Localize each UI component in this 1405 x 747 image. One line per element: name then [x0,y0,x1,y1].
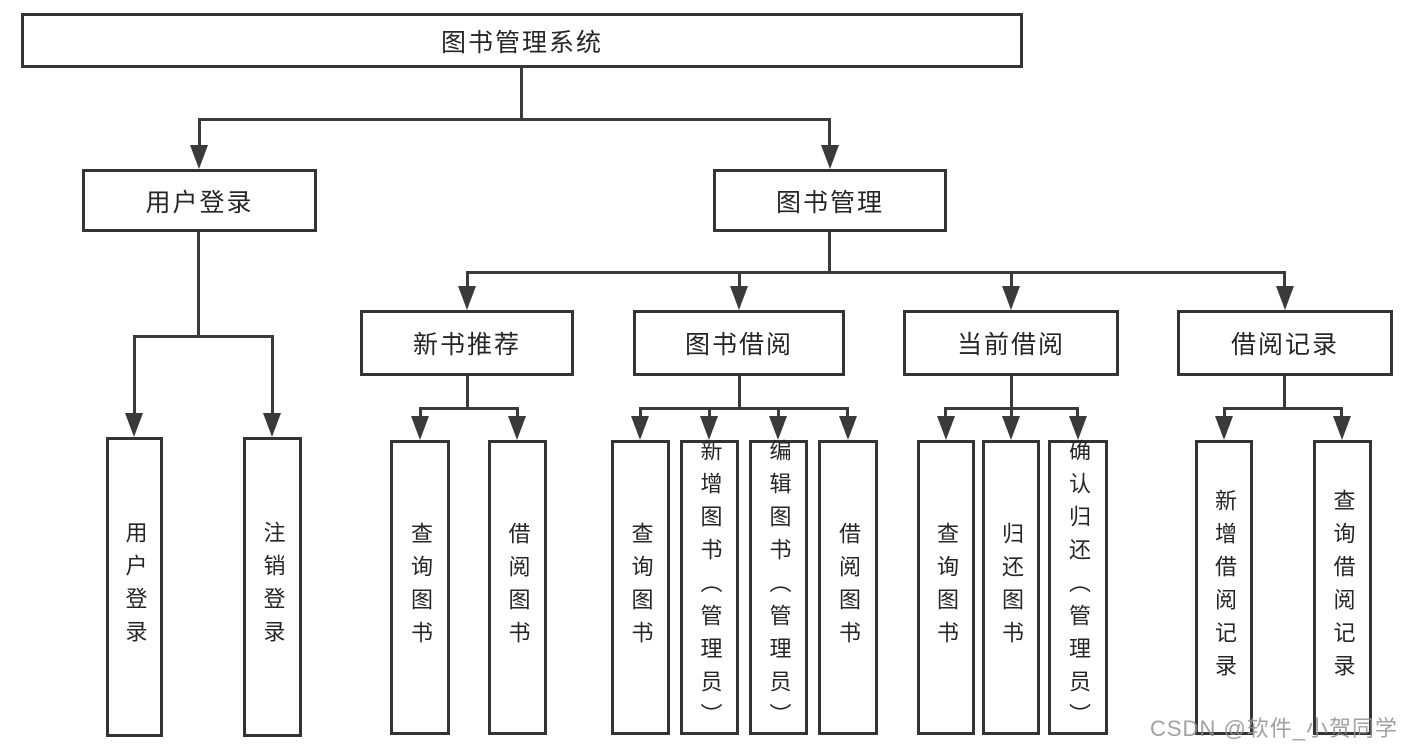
connector-line [1223,407,1226,416]
connector-line [133,335,136,413]
connector-line [133,335,274,338]
leaf-add-borrow-record-label: 新增借阅记录 [1212,488,1237,687]
connector-line [639,407,849,410]
node-new-book-recommend: 新书推荐 [360,310,574,376]
leaf-user-login: 用户登录 [106,437,163,737]
node-borrow-records: 借阅记录 [1177,310,1393,376]
connector-line [944,407,947,416]
node-root-label: 图书管理系统 [440,28,603,57]
node-book-management-label: 图书管理 [775,188,884,217]
leaf-return-books: 归还图书 [982,440,1040,735]
leaf-user-login-label: 用户登录 [122,521,148,653]
leaf-query-borrow-record: 查询借阅记录 [1313,440,1372,735]
leaf-query-books-current: 查询图书 [917,440,975,735]
arrowhead-down-icon [937,416,955,440]
node-user-login-label: 用户登录 [145,188,254,217]
leaf-borrow-books: 借阅图书 [818,440,878,735]
leaf-query-books-borrowing-label: 查询图书 [628,521,654,654]
node-book-borrowing-label: 图书借阅 [684,331,793,359]
connector-line [198,118,201,145]
leaf-query-books-recommend: 查询图书 [390,440,450,735]
node-current-borrowing-label: 当前借阅 [956,331,1065,359]
arrowhead-down-icon [730,286,748,310]
arrowhead-down-icon [458,286,476,310]
connector-line [738,271,741,286]
connector-line [1076,407,1079,416]
connector-line [738,376,741,407]
connector-line [1283,376,1286,407]
node-book-borrowing: 图书借阅 [633,310,845,376]
connector-line [466,271,1286,274]
arrowhead-down-icon [125,413,143,437]
connector-line [466,376,469,407]
connector-line [419,407,422,416]
leaf-logout-label: 注销登录 [260,521,286,653]
leaf-logout: 注销登录 [243,437,302,737]
leaf-query-borrow-record-label: 查询借阅记录 [1330,488,1356,687]
connector-line [639,407,642,416]
arrowhead-down-icon [1002,416,1020,440]
arrowhead-down-icon [769,416,787,440]
arrowhead-down-icon [1276,286,1294,310]
connector-line [198,118,831,121]
csdn-watermark: CSDN @软件_小贺同学 [1150,716,1399,741]
arrowhead-down-icon [631,416,649,440]
node-current-borrowing: 当前借阅 [903,310,1119,376]
leaf-borrow-books-recommend-label: 借阅图书 [505,521,531,654]
connector-line [846,407,849,416]
arrowhead-down-icon [508,416,526,440]
leaf-add-book-admin: 新增图书（管理员） [680,439,739,736]
connector-line [828,118,831,145]
leaf-confirm-return-admin-label: 确认归还（管理员） [1066,439,1091,736]
arrowhead-down-icon [1333,416,1351,440]
arrowhead-down-icon [1069,416,1087,440]
connector-line [516,407,519,416]
arrowhead-down-icon [821,145,839,169]
node-root-system: 图书管理系统 [21,13,1023,68]
leaf-confirm-return-admin: 确认归还（管理员） [1048,439,1108,736]
leaf-add-book-admin-label: 新增图书（管理员） [697,439,723,736]
connector-line [1223,407,1343,410]
leaf-edit-book-admin-label: 编辑图书（管理员） [766,439,792,736]
leaf-return-books-label: 归还图书 [999,521,1024,654]
leaf-query-books-current-label: 查询图书 [934,521,959,654]
connector-line [1340,407,1343,416]
node-new-book-recommend-label: 新书推荐 [412,331,521,359]
connector-line [828,232,831,271]
connector-line [1010,271,1013,286]
arrowhead-down-icon [1002,286,1020,310]
arrowhead-down-icon [190,145,208,169]
connector-line [1010,376,1013,407]
arrowhead-down-icon [839,416,857,440]
connector-line [1283,271,1286,286]
leaf-edit-book-admin: 编辑图书（管理员） [749,439,808,736]
arrowhead-down-icon [700,416,718,440]
node-borrow-records-label: 借阅记录 [1230,331,1339,359]
connector-line [419,407,519,410]
node-user-login: 用户登录 [82,169,317,232]
leaf-borrow-books-label: 借阅图书 [836,521,861,654]
arrowhead-down-icon [263,413,281,437]
leaf-query-books-borrowing: 查询图书 [611,440,670,735]
leaf-add-borrow-record: 新增借阅记录 [1195,440,1253,735]
leaf-query-books-recommend-label: 查询图书 [408,521,433,654]
connector-line [708,407,711,416]
connector-line [1010,407,1013,416]
connector-line [271,335,274,413]
connector-line [520,68,523,118]
node-book-management: 图书管理 [713,169,947,232]
connector-line [777,407,780,416]
connector-line [197,232,200,335]
arrowhead-down-icon [1215,416,1233,440]
leaf-borrow-books-recommend: 借阅图书 [488,440,547,735]
connector-line [466,271,469,286]
arrowhead-down-icon [411,416,429,440]
